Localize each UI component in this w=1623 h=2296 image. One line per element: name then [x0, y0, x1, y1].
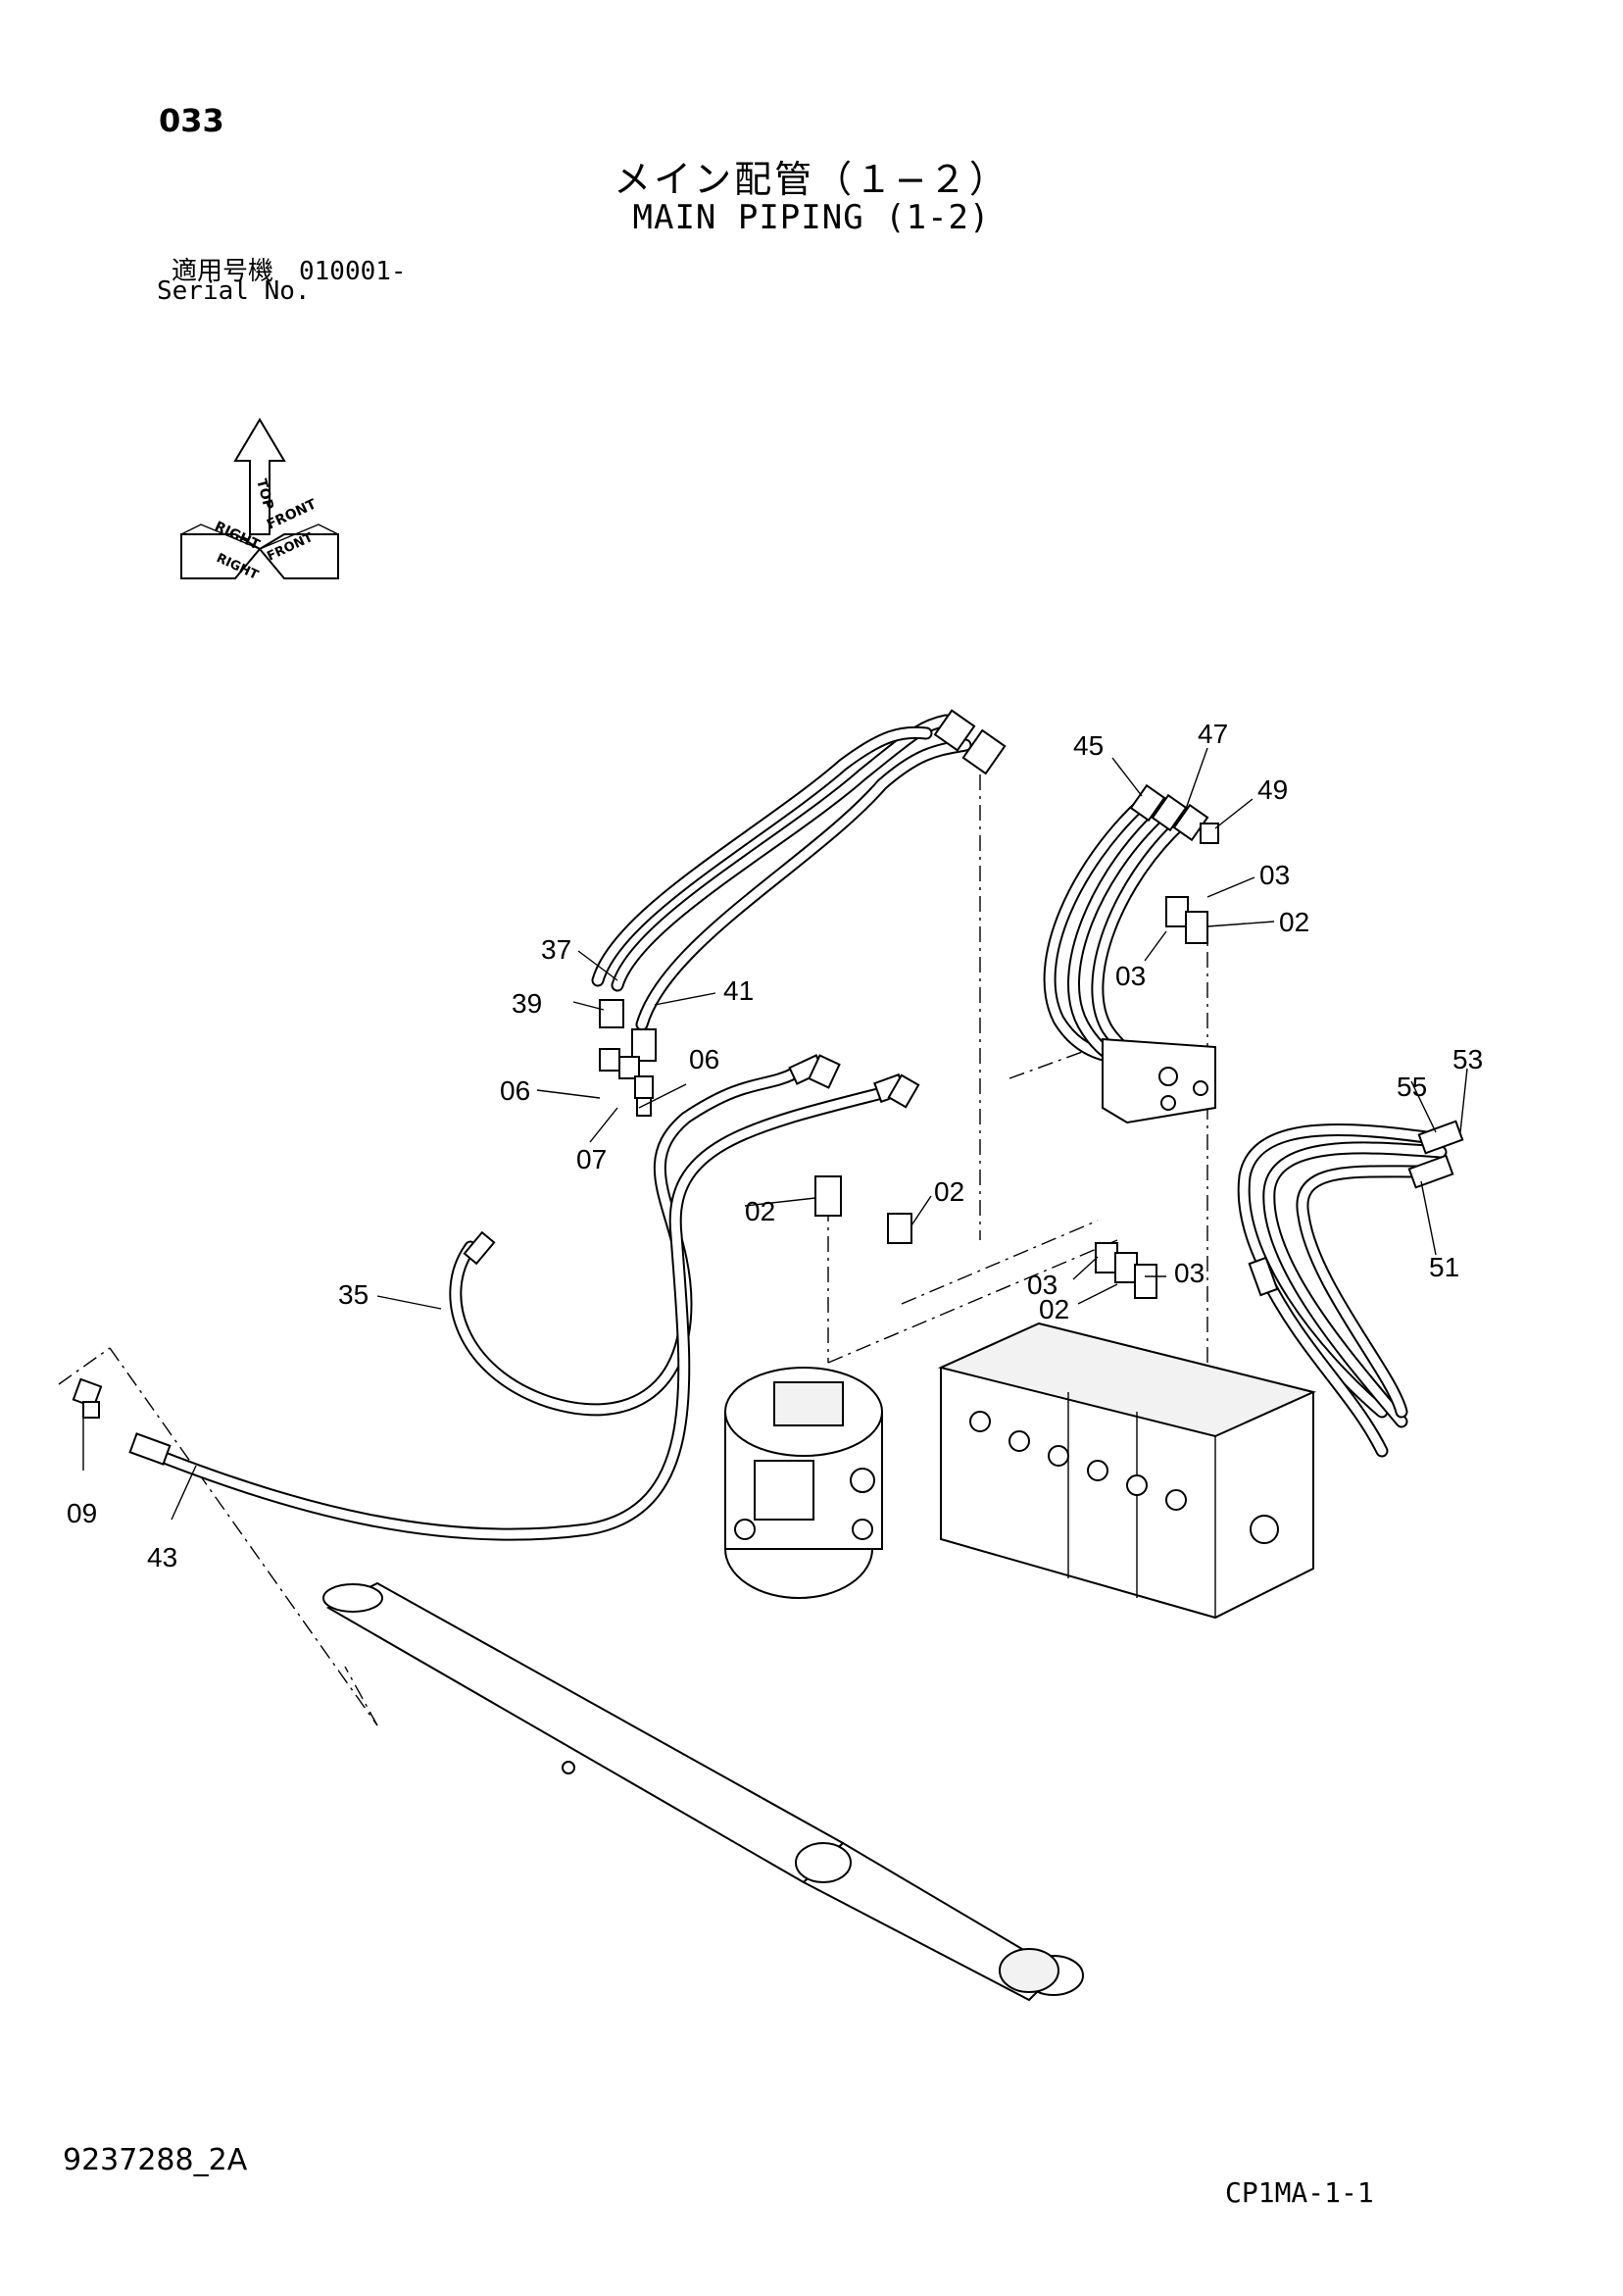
callout-03-a: 03	[1259, 860, 1290, 890]
control-valve	[937, 1322, 1317, 1620]
callout-43: 43	[147, 1542, 177, 1572]
hose-group-51-55	[1237, 1120, 1464, 1458]
leader-lines	[82, 747, 1468, 1521]
title-japanese: メイン配管（１−２）	[614, 158, 1009, 201]
callout-03-d: 03	[1174, 1258, 1205, 1288]
callout-55: 55	[1397, 1072, 1427, 1102]
callout-03-c: 03	[1027, 1270, 1057, 1300]
page-number: 033	[159, 102, 224, 139]
callout-37: 37	[541, 934, 571, 965]
callout-02-c: 02	[934, 1176, 964, 1207]
callout-39: 39	[512, 988, 542, 1019]
reference-lines	[58, 774, 1208, 1726]
callout-49: 49	[1257, 774, 1288, 805]
orientation-label-top: TOP	[253, 477, 276, 512]
fitting-group-06-07	[599, 1048, 654, 1117]
callout-02-a: 02	[1279, 907, 1309, 937]
callout-41: 41	[723, 975, 754, 1006]
callout-02-d: 02	[1039, 1294, 1069, 1324]
document-code: 9237288_2A	[63, 2143, 248, 2177]
swing-motor	[724, 1367, 883, 1599]
orientation-indicator: TOP RIGHT FRONT RIGHT FRONT	[180, 418, 339, 583]
callout-09: 09	[67, 1498, 97, 1528]
fittings-02	[814, 896, 1208, 1299]
callout-53: 53	[1452, 1044, 1483, 1074]
callout-03-b: 03	[1115, 961, 1146, 991]
serial-label-japanese: 適用号機 010001-	[172, 257, 407, 286]
hydraulic-cylinder	[322, 1581, 1084, 2002]
hose-43	[72, 1073, 920, 1541]
hose-fitting-41	[631, 1028, 657, 1062]
callout-45: 45	[1073, 730, 1104, 761]
callout-06-b: 06	[689, 1044, 719, 1074]
serial-label-english: Serial No.	[157, 276, 311, 306]
callout-35: 35	[338, 1279, 369, 1310]
callout-07: 07	[576, 1144, 607, 1174]
callout-51: 51	[1429, 1252, 1459, 1282]
title-english: MAIN PIPING (1-2)	[632, 198, 991, 237]
callout-06-a: 06	[500, 1075, 530, 1106]
callout-02-b: 02	[745, 1196, 775, 1226]
callout-numbers: 45 47 49 03 02 03 37 39 41 06 06 07 02 0…	[67, 719, 1483, 1572]
sheet-code: CP1MA-1-1	[1225, 2176, 1374, 2209]
hose-fitting-39	[599, 999, 624, 1028]
hose-group-45-49	[1043, 783, 1219, 1124]
hose-group-37-41	[591, 709, 1007, 1062]
callout-47: 47	[1198, 719, 1228, 749]
